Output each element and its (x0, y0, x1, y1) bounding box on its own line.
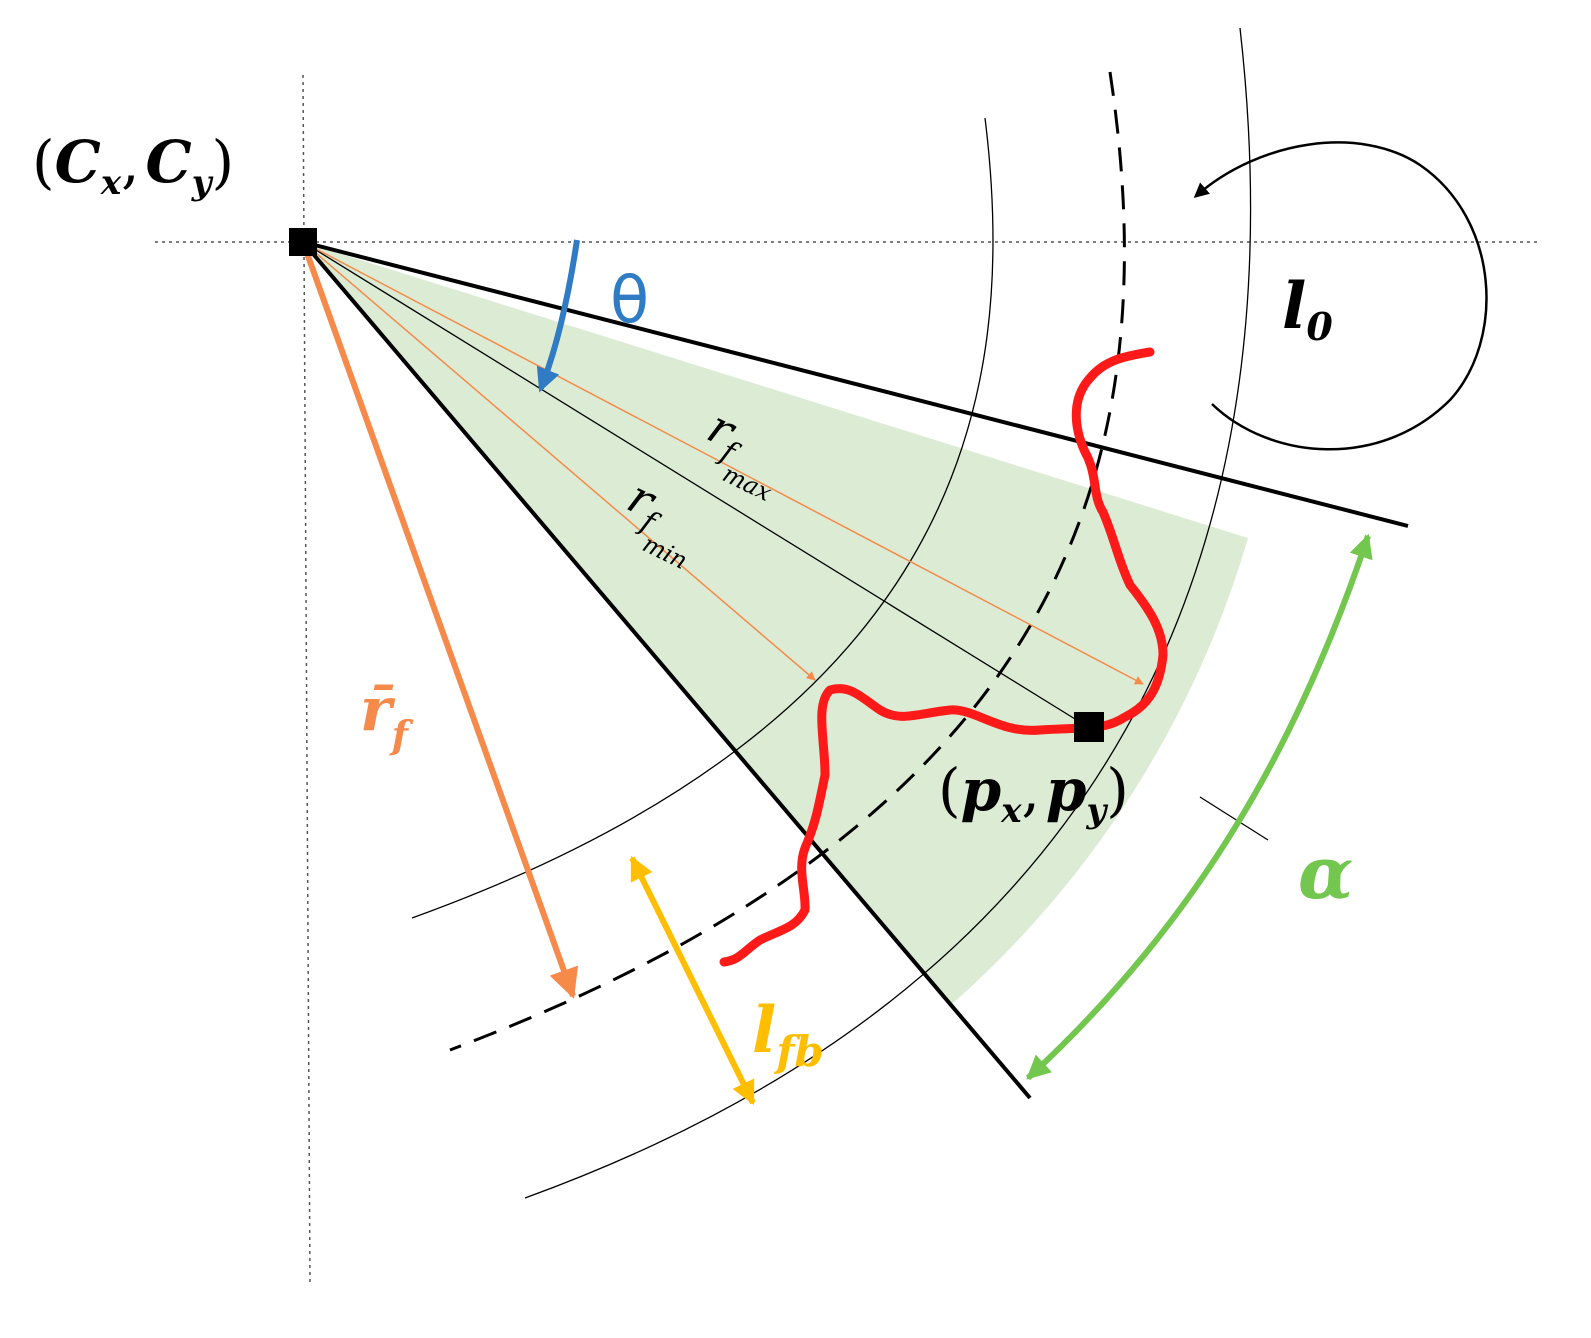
theta-arrow (536, 239, 580, 393)
point-label: (px,py) (938, 756, 1129, 831)
vertical-axis (302, 74, 311, 1283)
theta-label: θ (610, 264, 649, 338)
r-min-arrow (302, 241, 816, 681)
l-fb-label: lfb (752, 993, 824, 1076)
red-contour (719, 347, 1168, 967)
l0-label: l0 (1282, 269, 1333, 349)
alpha-label: α (1298, 830, 1353, 915)
inner-arc (411, 117, 994, 919)
center-ray (302, 241, 1089, 728)
sector-upper-edge (302, 240, 1409, 528)
contour-point-marker (1074, 712, 1104, 742)
alpha-arrow (1025, 533, 1373, 1081)
sector-lower-edge (301, 240, 1032, 1100)
center-point-marker (289, 228, 317, 256)
l-fb-arrow (629, 855, 756, 1106)
r-bar-label: r̄f (360, 675, 414, 757)
r-bar-arrow (300, 240, 579, 999)
l0-rotation-arrow (1193, 141, 1488, 451)
center-label: (Cx,Cy) (32, 128, 234, 203)
r-max-arrow (302, 241, 1144, 685)
sector-area (303, 242, 1248, 1004)
